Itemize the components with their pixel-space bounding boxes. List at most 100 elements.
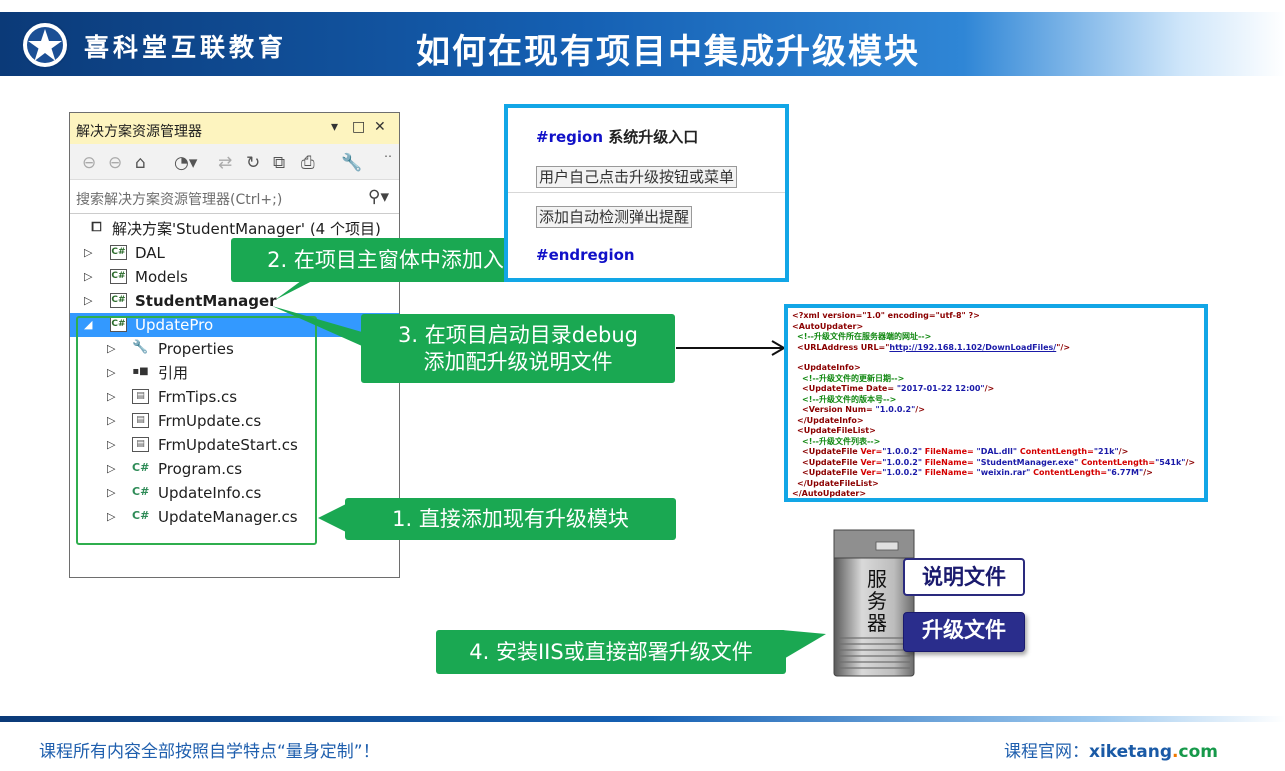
xml-url-link[interactable]: http://192.168.1.102/DownLoadFiles/ [889,342,1057,352]
xml-value: "1.0.0.2" [872,405,916,414]
xml-comment: <!--升级文件列表--> [802,436,881,446]
footer-bar [0,716,1285,722]
explorer-titlebar: 解决方案资源管理器 ▾ □ ✕ [70,113,399,144]
xml-comment: <!--升级文件所在服务器端的网址--> [797,332,932,341]
csharp-file-icon: C# [132,485,150,500]
pin-dropdown-icon[interactable]: ▾ [331,119,339,135]
xml-tag: <AutoUpdater> [792,321,864,331]
region-line: #region 系统升级入口 [536,126,698,147]
collapse-all-icon[interactable]: ⧉ [273,153,286,173]
expand-arrow-icon[interactable]: ▷ [107,510,116,523]
csharp-project-icon: C# [110,293,127,308]
tree-row-frmtips[interactable]: ▷ ▤ FrmTips.cs [70,385,399,409]
expand-arrow-icon[interactable]: ▷ [84,246,93,259]
readme-file-badge: 说明文件 [903,558,1025,596]
callout-step1: 1. 直接添加现有升级模块 [345,498,676,540]
explorer-toolbar: ⊖ ⊖ ⌂ ◔▾ ⇄ ↻ ⧉ ⎙ 🔧 ‥ [70,144,399,180]
restore-icon[interactable]: □ [352,119,366,135]
form-file-icon: ▤ [132,413,149,428]
solution-explorer: 解决方案资源管理器 ▾ □ ✕ ⊖ ⊖ ⌂ ◔▾ ⇄ ↻ ⧉ ⎙ 🔧 ‥ 搜索解… [69,112,400,578]
xml-value: "21k" [1093,447,1119,456]
refresh-icon[interactable]: ↻ [246,153,261,173]
footer-domain-com[interactable]: com [1178,742,1218,762]
xml-tag: <UpdateFileList> [797,426,876,435]
xml-value: "DAL.dll" [973,447,1018,456]
xml-value: "2017-01-22 12:00" [894,384,985,393]
expand-arrow-icon[interactable]: ▷ [107,462,116,475]
xml-line: <Version Num= "1.0.0.2"/> [792,405,1200,416]
xml-tag: /> [984,384,995,393]
tree-row-references[interactable]: ▷ ▪■ 引用 [70,361,399,385]
xml-value: "1.0.0.2" [882,457,923,467]
xml-line: <!--升级文件的版本号--> [792,395,1200,406]
tree-row-updatepro[interactable]: ◢ C# UpdatePro [70,313,399,337]
xml-line: </UpdateInfo> [792,416,1200,427]
expand-arrow-icon[interactable]: ▷ [107,366,116,379]
expand-arrow-icon[interactable]: ▷ [107,438,116,451]
tree-row-studentmanager[interactable]: ▷ C# StudentManager [70,289,399,313]
close-icon[interactable]: ✕ [374,119,386,135]
search-icon[interactable]: ⚲▾ [368,187,389,207]
explorer-title: 解决方案资源管理器 [76,124,202,140]
collapse-arrow-icon[interactable]: ◢ [84,318,93,331]
expand-arrow-icon[interactable]: ▷ [107,486,116,499]
divider [508,192,785,193]
expand-arrow-icon[interactable]: ▷ [107,390,116,403]
tree-row-frmupdate[interactable]: ▷ ▤ FrmUpdate.cs [70,409,399,433]
callout-pointer-step4 [782,630,826,660]
manual-upgrade-button[interactable]: 用户自己点击升级按钮或菜单 [536,166,738,188]
footer-website-label: 课程官网： [1004,742,1089,762]
properties-icon[interactable]: 🔧 [341,153,363,173]
explorer-search-input[interactable]: 搜索解决方案资源管理器(Ctrl+;) ⚲▾ [70,180,399,214]
overflow-icon[interactable]: ‥ [384,146,393,160]
tree-row-dal[interactable]: ▷ C# DAL [70,241,399,265]
footer-slogan: 课程所有内容全部按照自学特点“量身定制”！ [39,742,380,762]
xml-comment: <!--升级文件的版本号--> [802,394,897,404]
callout-step3-line1: 3. 在项目启动目录debug [398,322,638,347]
auto-check-button[interactable]: 添加自动检测弹出提醒 [536,206,693,228]
forward-icon[interactable]: ⊖ [108,153,123,173]
tree-row-solution[interactable]: ⧠ 解决方案'StudentManager' (4 个项目) [70,217,399,241]
csharp-project-icon: C# [110,269,127,284]
xml-comment: <!--升级文件的更新日期--> [802,373,905,383]
tree-label: FrmTips.cs [158,388,238,406]
csharp-file-icon: C# [132,509,150,524]
tree-row-updatemanager[interactable]: ▷ C# UpdateManager.cs [70,505,399,529]
expand-arrow-icon[interactable]: ▷ [107,342,116,355]
show-all-files-icon[interactable]: ⎙ [301,153,315,173]
expand-arrow-icon[interactable]: ▷ [107,414,116,427]
back-icon[interactable]: ⊖ [82,153,97,173]
footer-domain-dot[interactable]: . [1172,742,1179,762]
tree-label: 引用 [158,364,189,382]
footer-domain-main[interactable]: xiketang [1089,742,1173,762]
form-file-icon: ▤ [132,437,149,452]
callout-step4: 4. 安装IIS或直接部署升级文件 [436,630,786,674]
history-icon[interactable]: ◔▾ [174,153,198,173]
xml-line: <UpdateTime Date= "2017-01-22 12:00"/> [792,384,1200,395]
tree-row-frmupdatestart[interactable]: ▷ ▤ FrmUpdateStart.cs [70,433,399,457]
update-file-badge: 升级文件 [903,612,1025,652]
tree-row-models[interactable]: ▷ C# Models [70,265,399,289]
xml-config-panel: <?xml version="1.0" encoding="utf-8" ?> … [784,304,1208,502]
arrow-head-icon [771,340,786,356]
expand-arrow-icon[interactable]: ▷ [84,270,93,283]
xml-value: "StudentManager.exe" [973,457,1079,467]
xml-value: "weixin.rar" [973,468,1031,477]
expand-arrow-icon[interactable]: ▷ [84,294,93,307]
xml-file-line: <UpdateFile Ver="1.0.0.2" FileName= "wei… [802,468,1153,477]
sync-icon[interactable]: ⇄ [218,153,233,173]
tree-row-properties[interactable]: ▷ 🔧 Properties [70,337,399,361]
tree-label: Program.cs [158,460,243,478]
region-keyword: #region [536,128,604,146]
tree-row-program[interactable]: ▷ C# Program.cs [70,457,399,481]
callout-step3-line2: 添加配升级说明文件 [423,349,613,374]
tree-row-updateinfo[interactable]: ▷ C# UpdateInfo.cs [70,481,399,505]
xml-file-line: <UpdateFile Ver="1.0.0.2" FileName= "DAL… [802,447,1129,456]
form-file-icon: ▤ [132,389,149,404]
server-label: 服务器 [867,567,887,635]
home-icon[interactable]: ⌂ [135,153,146,173]
xml-tag: <UpdateInfo> [797,363,861,372]
xml-line: <!--升级文件的更新日期--> [792,374,1200,385]
xml-tag: </UpdateInfo> [797,415,864,425]
